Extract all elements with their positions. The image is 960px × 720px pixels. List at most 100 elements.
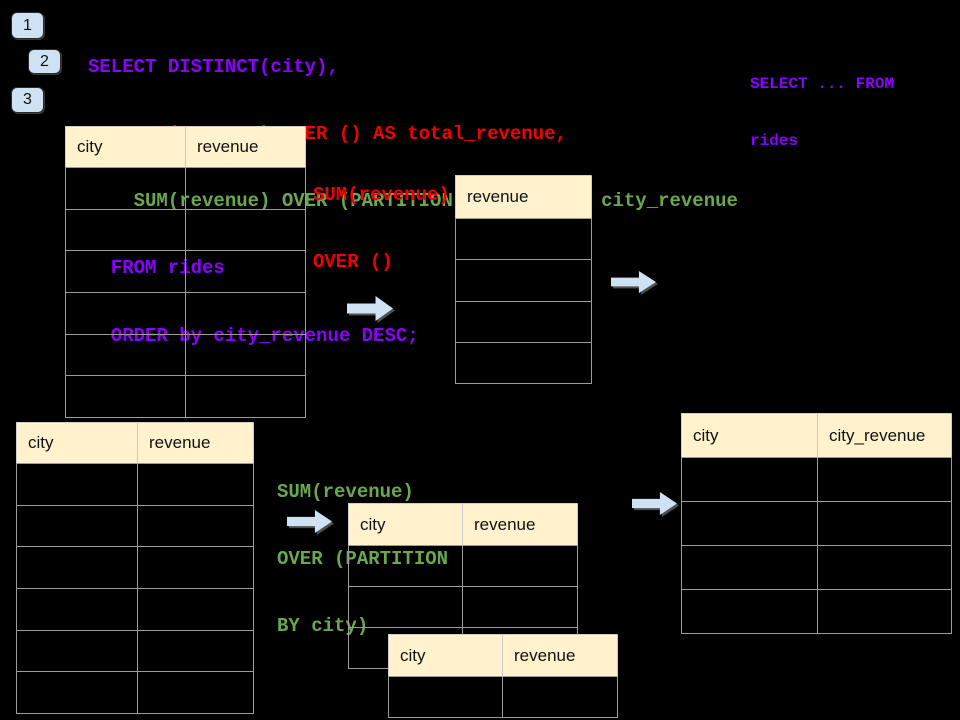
step-badge-label: 2 (40, 52, 49, 70)
table-row (66, 168, 306, 210)
table-row (17, 589, 254, 631)
table-cell (818, 590, 952, 634)
table-row (456, 260, 592, 302)
flow-arrow-right-icon (287, 510, 332, 533)
step-badge-label: 3 (23, 91, 32, 108)
table-cell (463, 587, 578, 628)
annotation-line: rides (750, 132, 799, 150)
arrow-shape (347, 296, 393, 321)
table-row (682, 458, 952, 502)
annotation-sum-over-all: SUM(revenue) OVER () (313, 139, 450, 318)
column-header-city: city (349, 504, 463, 546)
table-row (456, 219, 592, 261)
table-cell (17, 589, 138, 631)
annotation-line: BY city) (277, 615, 369, 638)
table-cell (682, 458, 818, 502)
table-cell (17, 630, 138, 673)
table-row (66, 293, 306, 335)
table-partition-result: city city_revenue (681, 413, 952, 634)
table-row (349, 587, 578, 628)
column-header-city: city (17, 423, 138, 464)
step-badge-1: 1 (11, 12, 44, 39)
table-cell (66, 168, 186, 210)
annotation-select-from-rides: SELECT ... FROM rides (750, 37, 894, 189)
step-badge-3: 3 (11, 87, 44, 113)
table-cell (138, 547, 254, 590)
table-cell (66, 293, 186, 335)
table-cell (186, 168, 306, 210)
arrow-shape (287, 510, 332, 533)
step-badge-2: 2 (28, 49, 61, 74)
column-header-revenue: revenue (456, 176, 592, 219)
table-cell (66, 334, 186, 377)
annotation-line: OVER (PARTITION (277, 548, 449, 571)
table-header-row: city revenue (349, 504, 578, 546)
table-cell (456, 260, 592, 302)
table-row (349, 546, 578, 587)
column-header-city-revenue: city_revenue (818, 414, 952, 458)
table-cell (186, 334, 306, 377)
table-cell (456, 301, 592, 343)
table-row (17, 630, 254, 673)
table-header-row: revenue (456, 176, 592, 219)
table-row (66, 251, 306, 294)
table-cell (66, 376, 186, 419)
table-header-row: city revenue (389, 635, 618, 677)
table-cell (17, 672, 138, 715)
arrow-shape (611, 271, 656, 293)
column-header-revenue: revenue (186, 127, 306, 168)
table-row (682, 546, 952, 590)
table-cell (349, 546, 463, 587)
table-cell (682, 590, 818, 634)
table-cell (138, 630, 254, 673)
table-row (456, 301, 592, 343)
table-cell (818, 546, 952, 590)
table-source-top: city revenue (65, 126, 306, 419)
sql-line-select: SELECT DISTINCT(city), (88, 55, 339, 78)
step-badge-label: 1 (23, 16, 32, 34)
flow-arrow-right-icon (632, 492, 677, 515)
table-cell (186, 293, 306, 335)
table-cell (682, 546, 818, 590)
column-header-revenue: revenue (463, 504, 578, 546)
table-cell (463, 546, 578, 587)
table-row (456, 342, 592, 384)
table-row (17, 547, 254, 590)
table-cell (682, 502, 818, 546)
table-row (66, 376, 306, 419)
table-partition-group-a: city revenue (348, 503, 578, 669)
table-cell (503, 677, 618, 718)
column-header-city: city (66, 127, 186, 168)
table-row (389, 677, 618, 718)
table-header-row: city revenue (17, 423, 254, 464)
column-header-revenue: revenue (138, 423, 254, 464)
table-cell (17, 464, 138, 506)
table-cell (66, 251, 186, 294)
table-cell (349, 587, 463, 628)
table-cell (66, 209, 186, 252)
table-cell (389, 677, 503, 718)
flow-arrow-right-icon (611, 271, 656, 293)
table-row (66, 209, 306, 252)
table-cell (186, 376, 306, 419)
table-cell (186, 209, 306, 252)
table-cell (17, 505, 138, 548)
annotation-line: SUM(revenue) (277, 480, 414, 503)
table-source-bottom: city revenue (16, 422, 254, 715)
table-total-revenue-result: revenue (455, 175, 592, 384)
table-row (17, 464, 254, 506)
table-cell (138, 589, 254, 631)
table-header-row: city city_revenue (682, 414, 952, 458)
annotation-sum-over-partition: SUM(revenue) OVER (PARTITION BY city) (277, 436, 448, 682)
table-row (682, 502, 952, 546)
table-cell (456, 342, 592, 384)
table-row (66, 334, 306, 377)
arrow-shape (632, 492, 677, 515)
table-header-row: city revenue (66, 127, 306, 168)
table-row (682, 590, 952, 634)
flow-arrow-right-icon (347, 296, 393, 321)
column-header-revenue: revenue (503, 635, 618, 677)
table-row (17, 672, 254, 715)
table-cell (138, 505, 254, 548)
